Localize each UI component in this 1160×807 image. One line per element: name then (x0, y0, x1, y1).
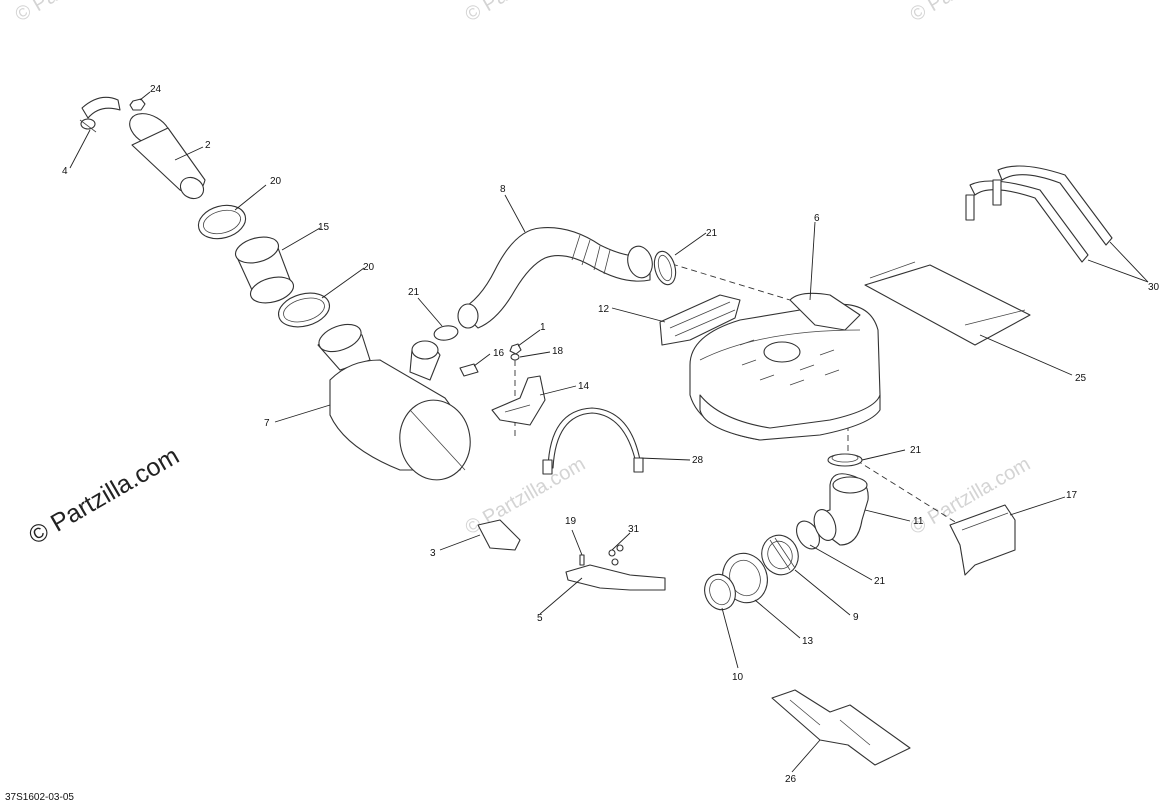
part-plate-5 (565, 564, 666, 591)
part-clamp-4 (79, 96, 121, 133)
part-clamp-21c (827, 453, 863, 467)
part-coupler-9 (761, 534, 799, 576)
callout-8: 8 (500, 184, 506, 195)
callout-21b: 21 (706, 228, 718, 239)
diagram-code: 37S1602-03-05 (5, 792, 74, 803)
assembly-line-flex-to-muffler (671, 263, 791, 301)
callout-2: 2 (205, 140, 211, 151)
callout-15: 15 (318, 222, 330, 233)
part-screws-31 (608, 544, 624, 566)
part-screw-19 (579, 554, 585, 566)
part-heatshield-26 (771, 689, 911, 766)
callout-21a: 21 (408, 287, 420, 298)
callout-11: 11 (913, 516, 924, 527)
callout-13: 13 (802, 636, 814, 647)
callout-18: 18 (552, 346, 564, 357)
watermark-brand: © Partzilla.com (24, 442, 184, 550)
part-strap-28 (542, 407, 644, 475)
callout-labels: 4 24 2 20 15 20 7 8 21 21 12 6 16 1 18 1… (62, 84, 1160, 785)
callout-21c: 21 (910, 445, 922, 456)
watermark-top-right: © Partzilla.com (907, 0, 1035, 26)
callout-9: 9 (853, 612, 859, 623)
part-elbow-11 (813, 473, 869, 546)
part-ring-10 (704, 573, 736, 611)
callout-20a: 20 (270, 176, 282, 187)
callout-26: 26 (785, 774, 797, 785)
callout-3: 3 (430, 548, 436, 559)
callout-25: 25 (1075, 373, 1087, 384)
callout-6: 6 (814, 213, 820, 224)
part-clamp-20a (197, 204, 247, 240)
callout-28: 28 (692, 455, 704, 466)
callout-7: 7 (264, 418, 270, 429)
part-clamp-20b (277, 292, 331, 328)
callout-5: 5 (537, 613, 543, 624)
part-sensor-16 (459, 363, 479, 377)
part-sleeve-15 (234, 236, 295, 304)
callout-12: 12 (598, 304, 610, 315)
part-nut-1 (509, 343, 522, 355)
part-pipe-2 (129, 113, 206, 200)
callout-19: 19 (565, 516, 577, 527)
part-bracket-14 (491, 375, 546, 426)
callout-1: 1 (540, 322, 546, 333)
callout-30: 30 (1148, 282, 1160, 293)
part-clamp-21b (653, 250, 677, 286)
callout-10: 10 (732, 672, 744, 683)
part-washer-18 (510, 353, 520, 361)
callout-14: 14 (578, 381, 590, 392)
callout-16: 16 (493, 348, 505, 359)
callout-21d: 21 (874, 576, 886, 587)
callout-4: 4 (62, 166, 68, 177)
part-nut-24 (129, 98, 146, 111)
part-bracket-12 (659, 294, 741, 346)
part-heatshield-25 (864, 261, 1031, 346)
part-muffler-7 (317, 323, 471, 481)
watermark-top-left: © Partzilla.com (12, 0, 140, 26)
part-muffler-box-6 (689, 292, 881, 441)
leader-lines (69, 91, 1149, 773)
part-clamp-21a (433, 325, 459, 341)
part-strap-30 (965, 165, 1113, 263)
part-flexpipe-8 (457, 227, 653, 329)
callout-17: 17 (1066, 490, 1078, 501)
part-bracket-3 (477, 519, 521, 551)
part-bracket-17 (949, 504, 1016, 576)
callout-31: 31 (628, 524, 640, 535)
callout-24: 24 (150, 84, 162, 95)
callout-20b: 20 (363, 262, 375, 273)
watermark-top-center: © Partzilla.com (462, 0, 590, 26)
assembly-line-to-bracket (847, 454, 961, 526)
